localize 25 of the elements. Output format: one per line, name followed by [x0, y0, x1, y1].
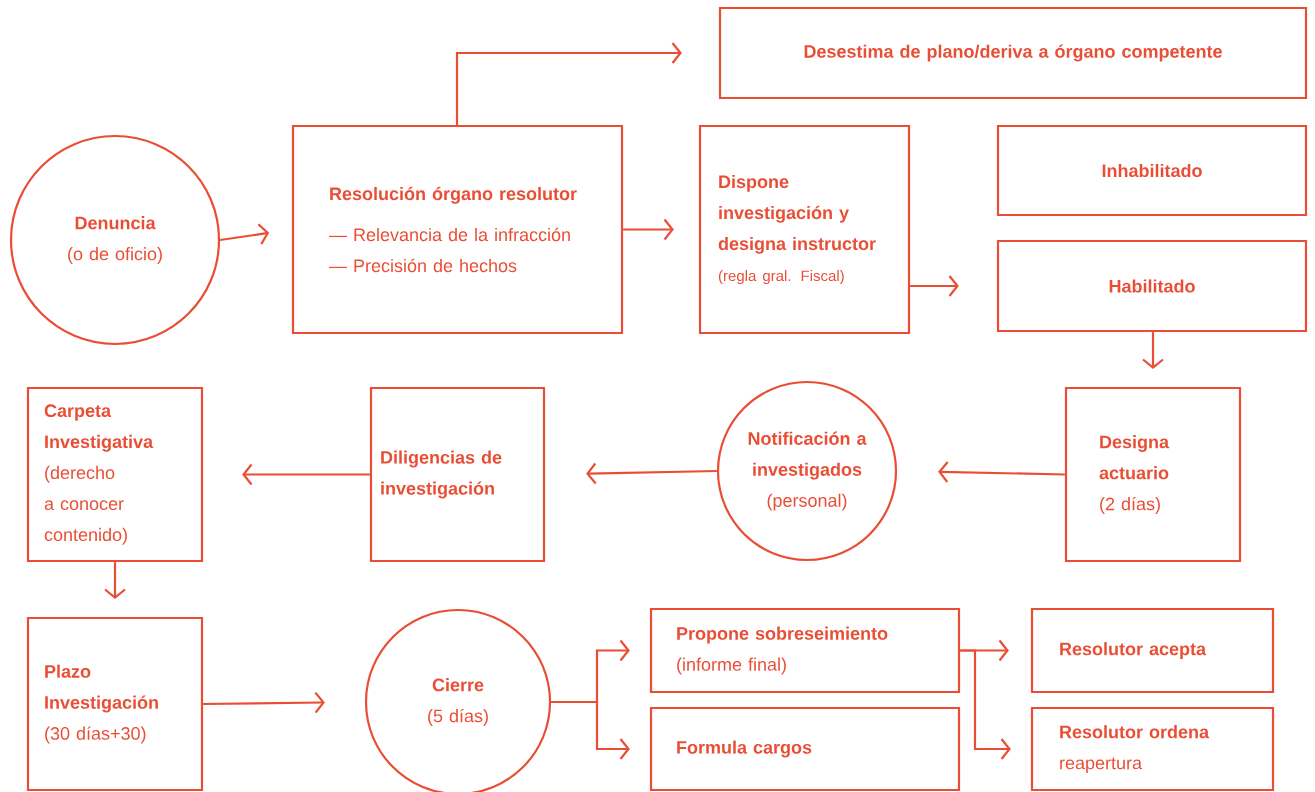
arrow	[623, 218, 674, 241]
arrow	[551, 700, 630, 760]
process-box: Plazo Investigación (30 días+30)	[26, 616, 204, 792]
arrow	[586, 462, 717, 485]
process-box: Carpeta Investigativa (derecho a conocer contenido)	[26, 386, 204, 563]
arrow	[910, 275, 959, 297]
arrow	[219, 223, 270, 245]
process-box: Habilitado	[996, 239, 1308, 333]
process-box: Diligencias de investigación	[369, 386, 546, 563]
arrow	[455, 42, 682, 125]
arrow	[104, 562, 126, 599]
process-box: Designa actuario (2 días)	[1064, 386, 1242, 563]
process-box: Formula cargos	[649, 706, 961, 792]
process-box: Resolución órgano resolutor — Relevancia de la infracción — Precisión de hechos	[291, 124, 624, 335]
arrow	[960, 649, 1011, 760]
process-box: Desestima de plano/deriva a órgano competente	[718, 6, 1308, 100]
process-box: Resolutor acepta	[1030, 607, 1275, 694]
process-box: Inhabilitado	[996, 124, 1308, 217]
arrow	[242, 463, 370, 486]
process-box: Resolutor ordena reapertura	[1030, 706, 1275, 792]
arrow	[938, 461, 1065, 483]
arrow	[203, 691, 325, 714]
arrow	[1142, 332, 1164, 369]
process-box: Propone sobreseimiento (informe final)	[649, 607, 961, 694]
process-box: Dispone investigación y designa instructor (regla gral. Fiscal)	[698, 124, 911, 335]
